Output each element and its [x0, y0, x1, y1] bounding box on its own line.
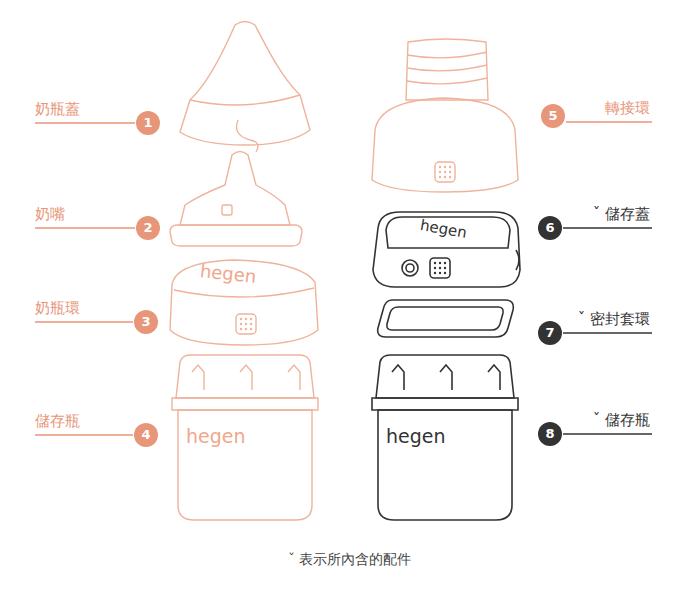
- brand-logo: hegen: [199, 260, 257, 287]
- callout-number: 1: [136, 111, 160, 135]
- callout-number: 4: [134, 423, 158, 447]
- part-name: ˇ 密封套環: [578, 310, 650, 328]
- part-name: 奶瓶蓋: [35, 100, 80, 118]
- brand-logo: hegen: [386, 425, 446, 448]
- brand-logo: hegen: [186, 425, 246, 448]
- part-name: ˇ 儲存瓶: [593, 411, 650, 429]
- part-name: 奶嘴: [35, 205, 65, 223]
- part-name: ˇ 儲存蓋: [593, 205, 650, 223]
- callout-number: 8: [538, 422, 562, 446]
- brand-logo: hegen: [419, 216, 468, 242]
- callout-number: 5: [541, 104, 565, 128]
- callout-number: 7: [538, 321, 562, 345]
- part-name: 奶瓶環: [35, 299, 80, 317]
- part-name: 轉接環: [605, 99, 650, 117]
- callout-number: 2: [136, 216, 160, 240]
- callout-number: 6: [538, 216, 562, 240]
- callout-number: 3: [134, 310, 158, 334]
- caption: ˇ 表示所內含的配件: [288, 551, 411, 568]
- part-name: 儲存瓶: [35, 412, 80, 430]
